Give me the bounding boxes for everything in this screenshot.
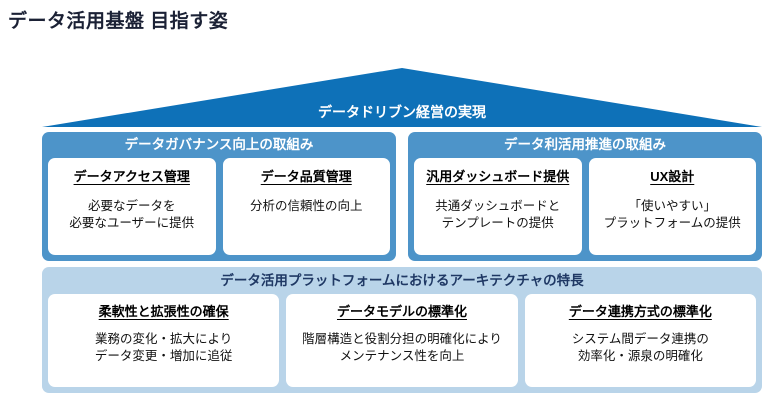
middle-row: データガバナンス向上の取組み データアクセス管理 必要なデータを 必要なユーザー… <box>42 132 762 261</box>
card-body: 必要なデータを 必要なユーザーに提供 <box>48 198 216 233</box>
card-body: 階層構造と役割分担の明確化により メンテナンス性を向上 <box>286 331 517 366</box>
card-body: 業務の変化・拡大により データ変更・増加に追従 <box>48 331 279 366</box>
page-title: データ活用基盤 目指す姿 <box>8 11 229 32</box>
roof-triangle-shape <box>42 68 762 127</box>
card-body-line: メンテナンス性を向上 <box>339 349 465 364</box>
section-governance: データガバナンス向上の取組み データアクセス管理 必要なデータを 必要なユーザー… <box>42 132 396 261</box>
card-body-line: 効率化・源泉の明確化 <box>577 349 703 364</box>
section-utilization-header: データ利活用推進の取組み <box>504 137 666 152</box>
card-data-integration: データ連携方式の標準化 システム間データ連携の 効率化・源泉の明確化 <box>524 294 756 387</box>
card-data-access: データアクセス管理 必要なデータを 必要なユーザーに提供 <box>48 158 216 255</box>
card-title: データモデルの標準化 <box>336 304 467 319</box>
card-body-line: 必要なデータを <box>87 199 176 213</box>
card-title: UX設計 <box>650 169 695 184</box>
card-title: データアクセス管理 <box>73 169 190 184</box>
card-title: データ品質管理 <box>260 169 352 184</box>
card-body: 分析の信頼性の向上 <box>223 198 391 215</box>
card-body-line: 共通ダッシュボードと <box>435 199 561 213</box>
card-body-line: 「使いやすい」 <box>628 199 716 213</box>
card-body: システム間データ連携の 効率化・源泉の明確化 <box>525 331 756 366</box>
section-utilization: データ利活用推進の取組み 汎用ダッシュボード提供 共通ダッシュボードと テンプレ… <box>408 132 762 261</box>
roof-section: データドリブン経営の実現 <box>42 68 762 127</box>
section-utilization-cards: 汎用ダッシュボード提供 共通ダッシュボードと テンプレートの提供 UX設計 「使… <box>414 158 756 255</box>
card-title: 柔軟性と拡張性の確保 <box>98 304 229 319</box>
card-body-line: 業務の変化・拡大により <box>95 332 233 346</box>
section-architecture: データ活用プラットフォームにおけるアーキテクチャの特長 柔軟性と拡張性の確保 業… <box>42 267 762 393</box>
section-architecture-header: データ活用プラットフォームにおけるアーキテクチャの特長 <box>220 273 584 288</box>
card-ux-design: UX設計 「使いやすい」 プラットフォームの提供 <box>588 158 757 255</box>
card-flexibility: 柔軟性と拡張性の確保 業務の変化・拡大により データ変更・増加に追従 <box>48 294 280 387</box>
section-governance-header: データガバナンス向上の取組み <box>124 137 314 152</box>
card-title: 汎用ダッシュボード提供 <box>426 169 570 184</box>
card-body: 「使いやすい」 プラットフォームの提供 <box>589 198 757 233</box>
card-body-line: システム間データ連携の <box>571 332 709 346</box>
section-architecture-cards: 柔軟性と拡張性の確保 業務の変化・拡大により データ変更・増加に追従 データモデ… <box>48 294 756 387</box>
card-body-line: データ変更・増加に追従 <box>94 349 233 364</box>
card-data-quality: データ品質管理 分析の信頼性の向上 <box>222 158 391 255</box>
card-body-line: テンプレートの提供 <box>441 216 554 231</box>
card-body-line: 分析の信頼性の向上 <box>249 199 363 213</box>
card-body: 共通ダッシュボードと テンプレートの提供 <box>414 198 582 233</box>
card-body-line: 階層構造と役割分担の明確化により <box>302 332 502 346</box>
card-body-line: 必要なユーザーに提供 <box>69 216 195 231</box>
house-diagram: データドリブン経営の実現 データガバナンス向上の取組み データアクセス管理 必要… <box>42 62 762 397</box>
section-governance-cards: データアクセス管理 必要なデータを 必要なユーザーに提供 データ品質管理 分析の… <box>48 158 390 255</box>
roof-label: データドリブン経営の実現 <box>318 104 486 120</box>
card-title: データ連携方式の標準化 <box>568 304 712 319</box>
card-data-model: データモデルの標準化 階層構造と役割分担の明確化により メンテナンス性を向上 <box>286 294 518 387</box>
card-body-line: プラットフォームの提供 <box>603 216 741 231</box>
card-dashboard: 汎用ダッシュボード提供 共通ダッシュボードと テンプレートの提供 <box>414 158 582 255</box>
